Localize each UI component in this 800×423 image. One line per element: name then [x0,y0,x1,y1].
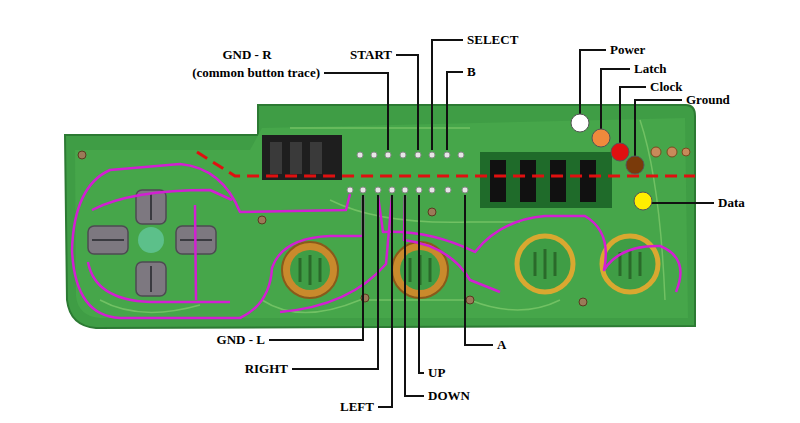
leader-lines [269,40,714,407]
hole-rows [347,152,468,193]
highlighted-traces [72,164,680,318]
pin-label: Power [610,43,645,57]
pin-label: Latch [634,62,667,76]
mounting-holes [78,151,587,306]
contact-pads [480,152,612,208]
solder-pads [651,147,690,157]
pin-markers [571,114,652,210]
pin-label: Data [718,196,745,210]
button-label: RIGHT [245,362,288,376]
button-contacts [282,236,658,298]
button-label: UP [428,366,445,380]
dpad-center [138,227,164,253]
board-inner [75,118,688,318]
button-label: A [497,338,506,352]
button-label: START [350,48,392,62]
button-label: B [467,65,476,79]
ground-note: (common button trace) [192,66,320,80]
button-label: SELECT [467,33,518,47]
pin-label: Clock [650,80,683,94]
button-label: DOWN [428,389,470,403]
connector-block [262,135,342,180]
ground-label: GND - L [217,333,265,347]
pin-label: Ground [686,93,730,107]
ground-label: GND - R [222,48,271,62]
button-label: LEFT [340,400,374,414]
board [65,105,695,328]
